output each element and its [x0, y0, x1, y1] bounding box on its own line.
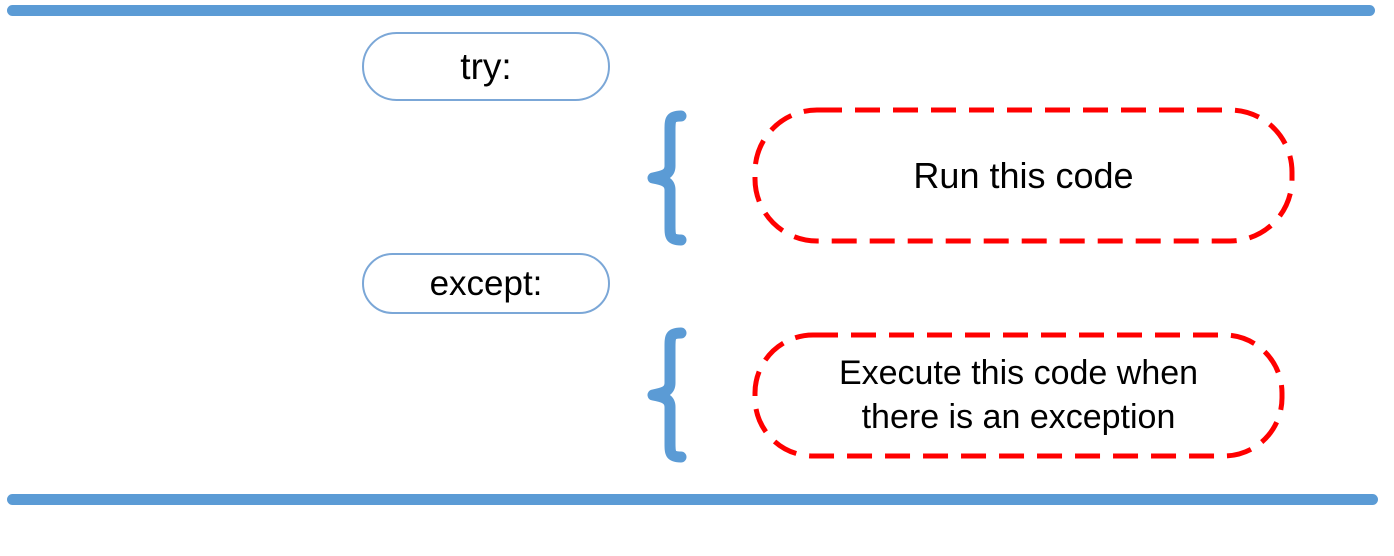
- code-block-try-body[interactable]: Run this code: [752, 107, 1295, 244]
- code-block-except-body-label: Execute this code when there is an excep…: [838, 353, 1199, 436]
- keyword-pill-except-label: except:: [429, 264, 543, 303]
- code-block-try-body-label: Run this code: [913, 154, 1134, 196]
- curly-brace-icon-except: [640, 327, 692, 463]
- code-block-except-body[interactable]: Execute this code when there is an excep…: [752, 332, 1285, 459]
- bottom-divider-line: [7, 494, 1378, 505]
- keyword-pill-try[interactable]: try:: [362, 32, 610, 101]
- keyword-pill-try-label: try:: [460, 46, 512, 87]
- curly-brace-icon-try: [640, 110, 692, 246]
- top-divider-line: [7, 5, 1375, 16]
- keyword-pill-except[interactable]: except:: [362, 253, 610, 314]
